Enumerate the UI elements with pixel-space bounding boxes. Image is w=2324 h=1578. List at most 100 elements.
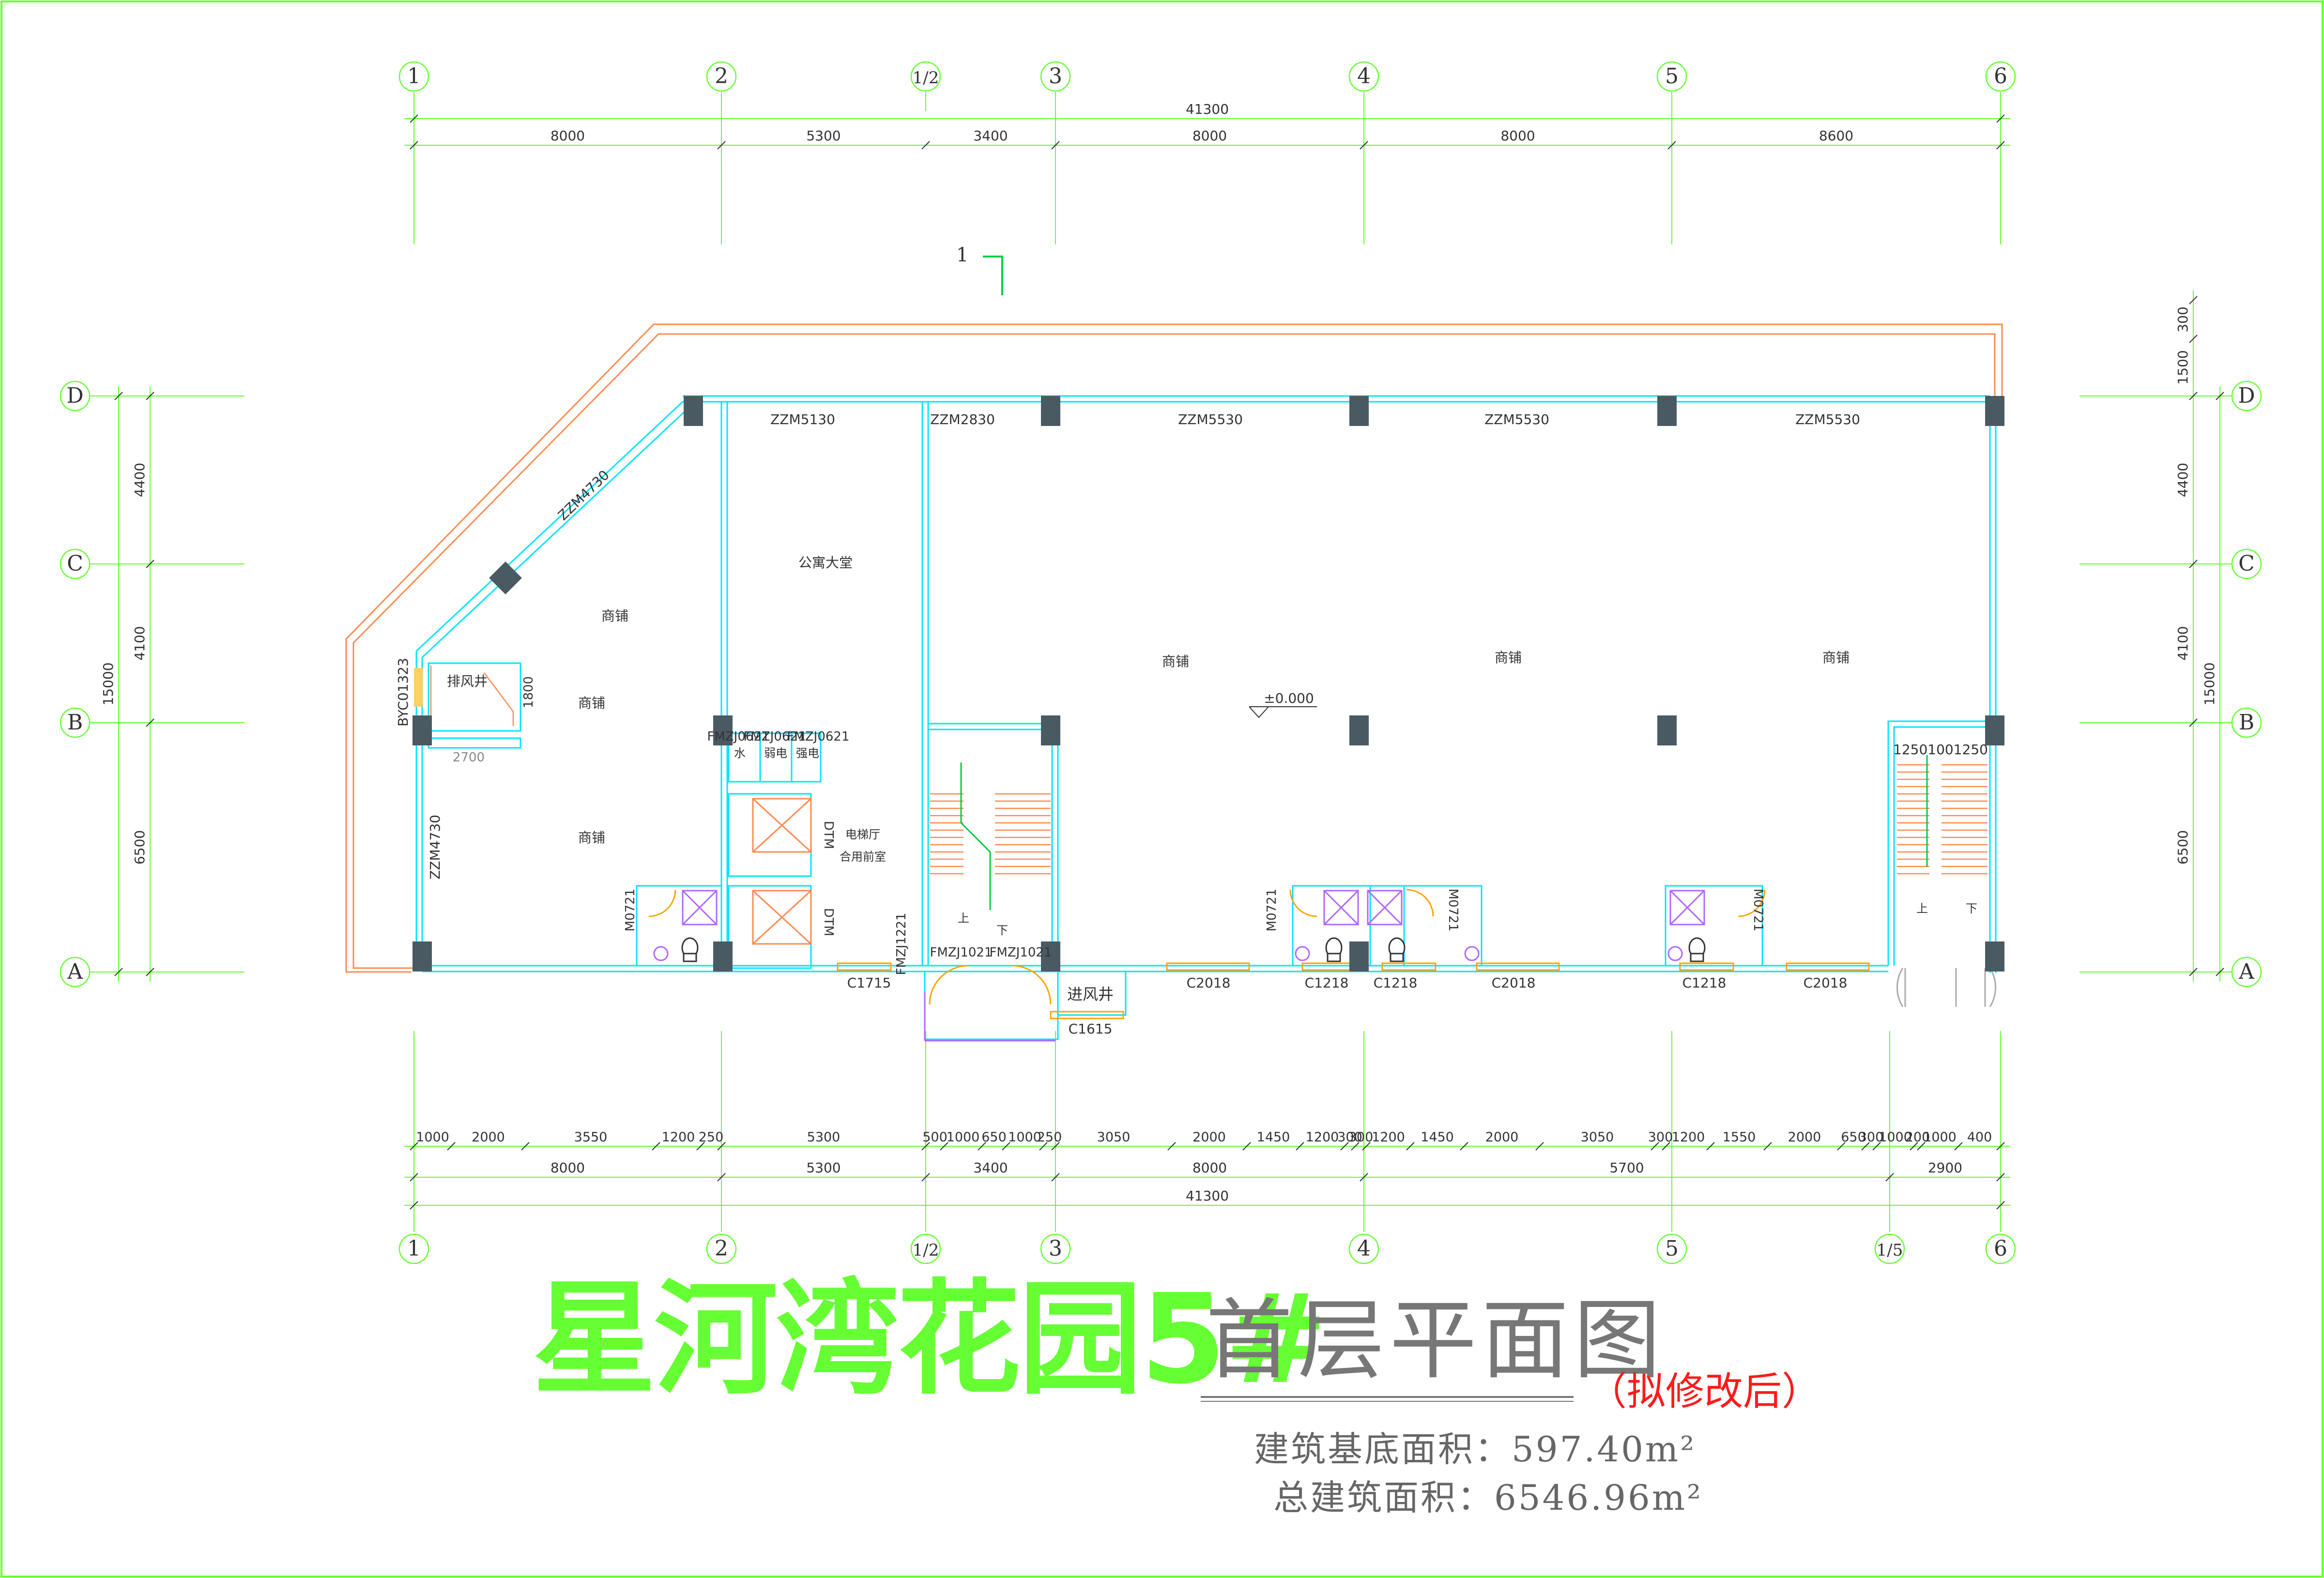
dim-top-total-label: 41300 [1186,101,1229,117]
walls [415,395,1997,1040]
dim-left-tick [146,560,154,568]
dim-bottom-detail-tick [652,1142,660,1151]
dim-bottom-detail-label: 400 [1967,1130,1992,1145]
dim-right-tick [2189,560,2198,568]
zzm-diagonal: ZZM4730 [555,467,612,524]
zzm-top-2: ZZM2830 [930,411,995,427]
axis-bottom-3: 1/2 [913,1241,939,1260]
fm-label-3: FMZJ0621 [787,729,849,744]
dim-bottom-detail-tick [1861,1142,1870,1151]
shop-label-6: 商铺 [1822,650,1850,666]
dim-bottom-detail-tick [1837,1142,1846,1151]
axis-top-3-circle [910,61,941,92]
stair-right [1897,764,1988,875]
column [1041,715,1060,745]
dim-bottom-detail-label: 500 [922,1130,948,1145]
title-underline [1201,1396,1574,1402]
axis-left-4: A [67,959,83,984]
drawing-title: 首层平面图 [1206,1290,1666,1391]
dim-bottom-bays-tick [1885,1173,1894,1182]
column [1985,941,2004,971]
stair-up-left: 上 [958,911,969,925]
axis-bottom-5-circle [1348,1233,1379,1264]
fm1021-label-1: FMZJ1021 [930,945,992,960]
room-strong: 强电 [796,746,819,760]
dim-bottom-bays-label: 5700 [1609,1160,1644,1176]
axis-top-5-circle [1348,61,1379,92]
dim-bottom-detail-label: 250 [1037,1130,1062,1145]
dim-bottom-detail-label: 650 [981,1130,1007,1145]
dim-bottom-detail-label: 1200 [662,1130,695,1145]
fm-label-2: FMZJ0621 [743,729,806,744]
dim-left-label: 6500 [132,830,148,865]
dim-bottom-detail-label: 2000 [1788,1130,1821,1145]
dim-right-tick [2189,392,2198,400]
dim-bottom-bays-tick [921,1173,930,1182]
stair-down-left: 下 [996,924,1008,937]
m0721-label-4: M0721 [1751,889,1765,932]
stair-down-right: 下 [1966,902,1977,915]
dim-right-tick [2189,334,2198,343]
dim-right-tick [2189,968,2198,976]
dim-bottom-detail-tick [1917,1142,1926,1151]
column [713,715,733,745]
axis-top-6-circle [1656,61,1687,92]
dim-bottom-bays-label: 5300 [806,1160,841,1176]
axis-bottom-8-circle [1985,1233,2016,1264]
dim-bottom-detail-tick [1296,1142,1304,1151]
dim-bottom-total-tick [410,1201,418,1210]
dim-left-total-tick [114,392,123,400]
shaft-height-dim: 1800 [521,676,536,708]
window-c1615: C1615 [1069,1021,1113,1037]
dim-top-tick [410,141,418,150]
axis-right-2: C [2238,551,2255,576]
dim-top-label: 5300 [806,128,841,144]
dim-top-total-tick [1996,114,2005,123]
shop-label-5: 商铺 [1495,650,1522,666]
axis-bottom-2: 2 [715,1236,728,1261]
dim-right-tick [2189,296,2198,304]
axis-top-7: 6 [1994,64,2007,89]
dim-bottom-detail-tick [1651,1142,1659,1151]
axis-top-2: 2 [715,64,728,89]
dim-bottom-bays-label: 8000 [550,1160,585,1176]
stair-left [930,793,1051,875]
shop-label-4: 商铺 [1162,653,1189,669]
room-weak: 弱电 [764,746,787,760]
dim-bottom-detail-label: 1550 [1723,1130,1756,1145]
column [1349,396,1369,426]
axis-right-3: B [2239,710,2254,735]
dim-left-total-label: 15000 [100,662,116,705]
dim-bottom-detail-tick [1872,1142,1881,1151]
level-label: ±0.000 [1264,690,1314,706]
shop-label-2: 商铺 [578,695,605,711]
stair-up-right: 上 [1916,902,1928,915]
column [713,941,733,971]
dim-bottom-detail-tick [1351,1142,1360,1151]
column [1041,941,1060,971]
column [1349,715,1369,745]
dim-bottom-detail-tick [1340,1142,1349,1151]
dim-bottom-detail-label: 2000 [1485,1130,1519,1145]
dim-bottom-bays-tick [1360,1173,1368,1182]
zzm-top-3: ZZM5530 [1178,411,1243,427]
fm1021-label-2: FMZJ1021 [989,945,1052,960]
dim-bottom-detail-tick [1535,1142,1544,1151]
window-c2018-3: C2018 [1804,975,1848,991]
dim-bottom-detail-label: 300 [1337,1130,1362,1145]
axis-right-4: A [2238,959,2255,984]
dim-top-label: 8600 [1819,128,1853,144]
entry-path [924,992,1055,1042]
dim-left-tick [146,392,154,400]
axis-left-1: D [66,383,83,408]
dim-bottom-detail-tick [1460,1142,1468,1151]
lobby-label: 公寓大堂 [798,555,853,571]
axis-right-4-circle [2231,956,2262,987]
zzm-top-1: ZZM5130 [770,411,835,427]
section-mark [983,256,1003,295]
elevator-hall-label: 电梯厅 [845,828,880,841]
dim-bottom-detail-tick [1954,1142,1963,1151]
dim-bottom-bays-label: 2900 [1928,1160,1962,1176]
shop-label-1: 商铺 [601,608,628,624]
